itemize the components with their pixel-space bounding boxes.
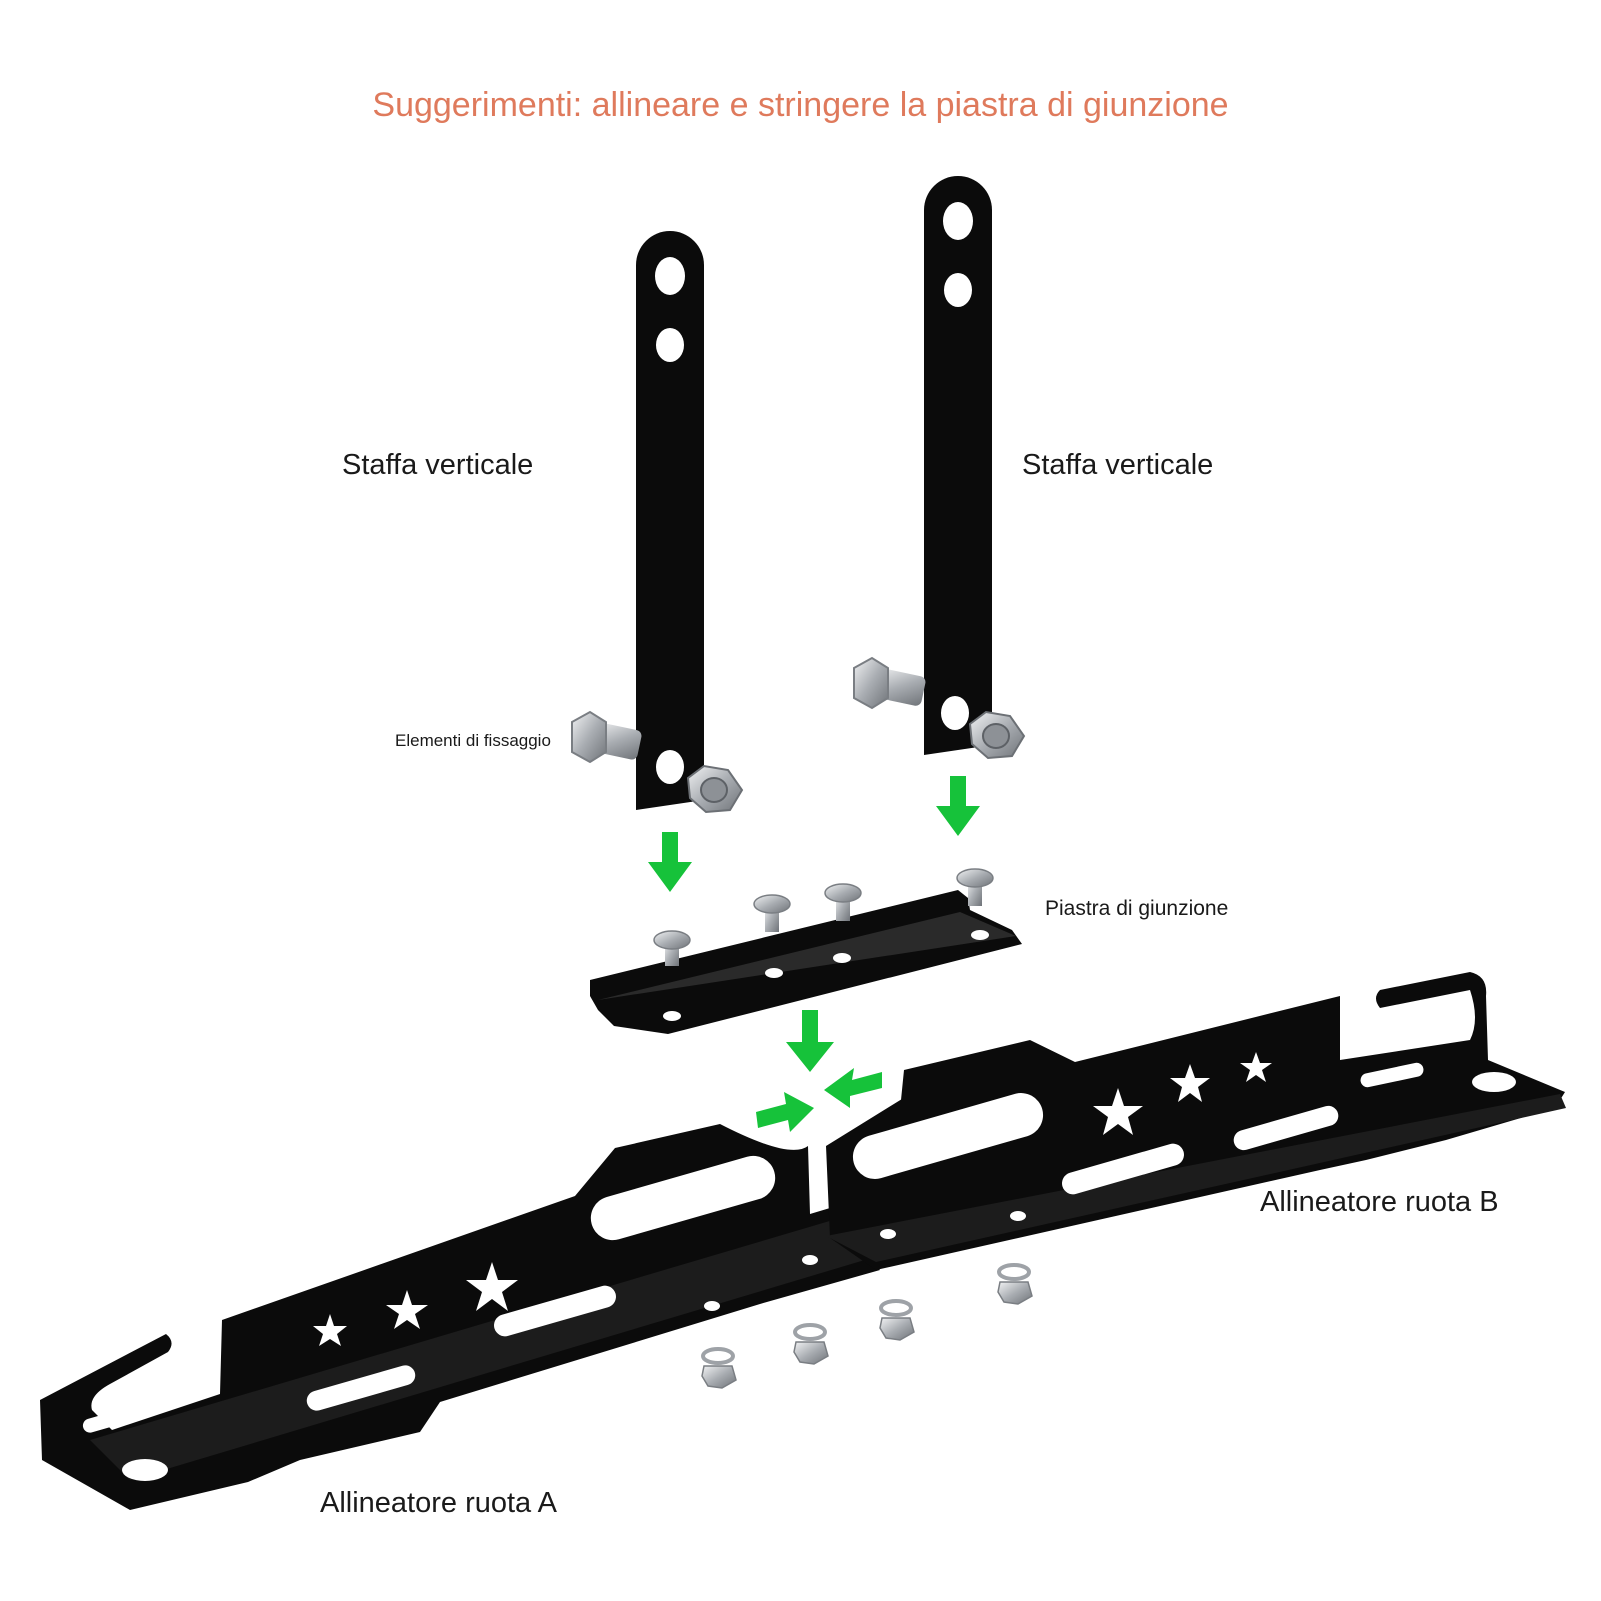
arrow-left-icon <box>824 1068 882 1108</box>
label-vertical-bracket-right: Staffa verticale <box>1022 449 1214 481</box>
star-large-b <box>1093 1088 1143 1135</box>
label-junction-plate: Piastra di giunzione <box>1045 897 1229 920</box>
arrow-down-center-icon <box>786 1010 834 1072</box>
arrow-down-left-icon <box>648 832 692 892</box>
arrow-down-right-icon <box>936 776 980 836</box>
star-medium <box>386 1290 428 1329</box>
nut-right <box>968 710 1026 760</box>
label-wheel-aligner-b: Allineatore ruota B <box>1260 1186 1499 1218</box>
bolt-left <box>571 710 642 764</box>
plate-screws <box>653 868 994 966</box>
bolt-right <box>853 656 926 710</box>
diagram-title: Suggerimenti: allineare e stringere la p… <box>372 86 1229 124</box>
label-fasteners: Elementi di fissaggio <box>395 731 551 750</box>
junction-plate <box>590 890 1022 1034</box>
arrow-right-icon <box>756 1092 814 1132</box>
star-small <box>313 1314 347 1346</box>
star-large <box>466 1262 518 1311</box>
washers-and-nuts <box>701 1263 1033 1389</box>
label-vertical-bracket-left: Staffa verticale <box>342 449 534 481</box>
vertical-bracket-right <box>924 176 992 755</box>
vertical-bracket-left <box>636 231 704 810</box>
star-small-b <box>1240 1052 1272 1082</box>
label-wheel-aligner-a: Allineatore ruota A <box>320 1487 557 1519</box>
wheel-aligner-b <box>826 972 1566 1270</box>
star-medium-b <box>1170 1064 1210 1102</box>
nut-left <box>686 764 744 814</box>
wheel-aligner-a <box>40 1124 880 1510</box>
